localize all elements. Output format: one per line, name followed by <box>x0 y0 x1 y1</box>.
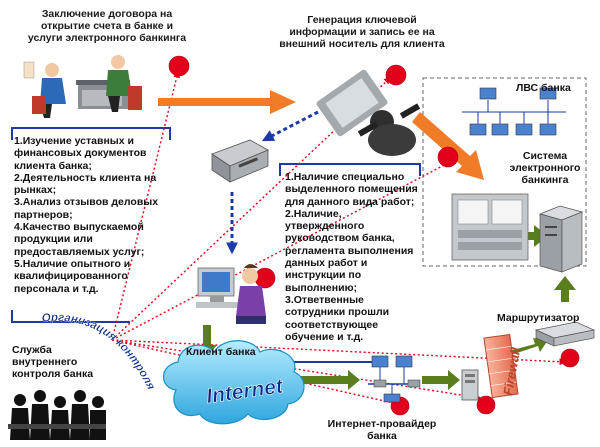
red-dot-firewall <box>476 395 496 415</box>
list-item: сотрудники прошли <box>285 306 390 319</box>
list-item: инструкции по <box>285 269 362 282</box>
list-item: клиента банка; <box>14 159 92 172</box>
control-arrow-4 <box>111 339 567 366</box>
list-item: выполнению; <box>285 281 358 294</box>
list-item: предоставляемых услуг; <box>14 245 145 258</box>
lan-label: ЛВС банка <box>516 82 571 94</box>
list-item: для данного вида работ; <box>285 195 415 208</box>
list-item: данных работ и <box>285 257 368 270</box>
router-label: Маршрутизатор <box>497 312 580 324</box>
internal-control-label: Служба внутреннего контроля банка <box>12 344 93 380</box>
list-item: персонала и т.д. <box>14 282 99 295</box>
list-item: обучение и т.д. <box>285 330 364 343</box>
provider-label-line: банка <box>367 430 397 442</box>
list-item: квалифицированного <box>14 270 128 283</box>
client-checks-list: 1.Изучение уставных и финансовых докумен… <box>14 135 158 295</box>
list-item: выделенного помещения <box>285 183 418 196</box>
red-dot-client <box>254 267 276 289</box>
keygen-title-line: внешний носитель для клиента <box>279 38 445 50</box>
meeting-illustration <box>23 55 142 118</box>
left-list-bracket-bottom <box>11 310 130 323</box>
system-label: Система электронного банкинга <box>500 150 590 186</box>
mid-list-bracket <box>279 163 421 176</box>
list-item: регламента выполнения <box>285 244 414 257</box>
red-dot-contract <box>168 55 190 77</box>
control-arrow-3 <box>111 161 452 341</box>
list-item: 4.Качество выпускаемой <box>14 221 144 234</box>
orange-arrow-contract-to-keygen <box>158 90 296 114</box>
firewall-icon <box>483 333 519 399</box>
contract-title: Заключение договора на открытие счета в … <box>12 8 202 44</box>
contract-title-line: открытие счета в банке и <box>40 20 174 32</box>
keygen-requirements-list: 1.Наличие специально выделенного помещен… <box>285 171 418 343</box>
green-arrow-provider-to-firewall <box>422 370 460 390</box>
provider-network-icon <box>368 355 421 403</box>
system-label-line: электронного <box>509 162 581 174</box>
router-icon <box>534 321 596 347</box>
list-item: 3.Ответвенные <box>285 293 364 306</box>
control-arrow-5 <box>111 339 482 401</box>
list-item: финансовых документов <box>14 147 147 160</box>
green-arrow-router-to-system <box>554 276 576 302</box>
client-illustration <box>196 264 266 324</box>
bank-rack-icon <box>451 193 529 261</box>
left-list-bracket <box>11 127 171 140</box>
internal-control-group <box>8 390 106 440</box>
control-arrow-2 <box>111 77 392 341</box>
keygen-title-line: информации и запись ее на <box>289 26 435 38</box>
list-item: 2.Наличие, <box>285 207 342 220</box>
provider-label: Интернет-провайдер банка <box>322 418 442 442</box>
system-label-line: банкинга <box>521 174 569 186</box>
list-item: партнеров; <box>14 208 73 221</box>
list-item: 2.Деятельность клиента на <box>14 171 157 184</box>
list-item: утвержденного <box>285 220 365 233</box>
internal-control-label-line: контроля банка <box>12 368 94 380</box>
key-media-icon <box>211 139 269 183</box>
provider-server-icon <box>461 369 479 401</box>
provider-label-line: Интернет-провайдер <box>327 418 437 430</box>
red-dot-keygen <box>385 64 407 86</box>
keygen-operator-illustration <box>316 69 421 156</box>
lan-diagram-icon <box>462 87 566 136</box>
internal-control-label-line: Служба <box>12 344 52 356</box>
list-item: 5.Наличие опытного и <box>14 257 131 270</box>
keygen-title: Генерация ключевой информации и запись е… <box>262 14 462 50</box>
orange-arrow-keygen-to-system <box>412 112 484 180</box>
list-item: 3.Анализ отзывов деловых <box>14 196 159 209</box>
contract-title-line: Заключение договора на <box>41 8 173 20</box>
control-arrow-6 <box>111 339 400 407</box>
contract-title-line: услуги электронного банкинга <box>27 32 187 44</box>
green-arrow-firewall-to-router <box>505 338 548 356</box>
system-label-line: Система <box>522 150 568 162</box>
bank-server-icon <box>538 205 584 273</box>
keygen-title-line: Генерация ключевой <box>307 14 417 26</box>
green-arrow-system-to-lan <box>522 225 548 247</box>
list-item: рынках; <box>14 184 57 197</box>
list-item: продукции или <box>14 233 93 246</box>
red-dot-system <box>437 146 459 168</box>
control-arrow-1 <box>111 70 181 341</box>
blue-arrow-keygen-to-disk <box>261 110 319 142</box>
internet-cloud <box>162 340 305 425</box>
list-item: 1.Изучение уставных и <box>14 135 134 147</box>
client-label: Клиент банка <box>186 346 256 358</box>
internal-control-label-line: внутреннего <box>12 356 78 368</box>
red-dot-router <box>560 348 580 368</box>
list-item: руководством банка, <box>285 232 395 245</box>
list-item: соответствующее <box>285 318 379 331</box>
list-item: 1.Наличие специально <box>285 171 405 183</box>
green-arrow-internet-to-provider <box>300 370 360 390</box>
